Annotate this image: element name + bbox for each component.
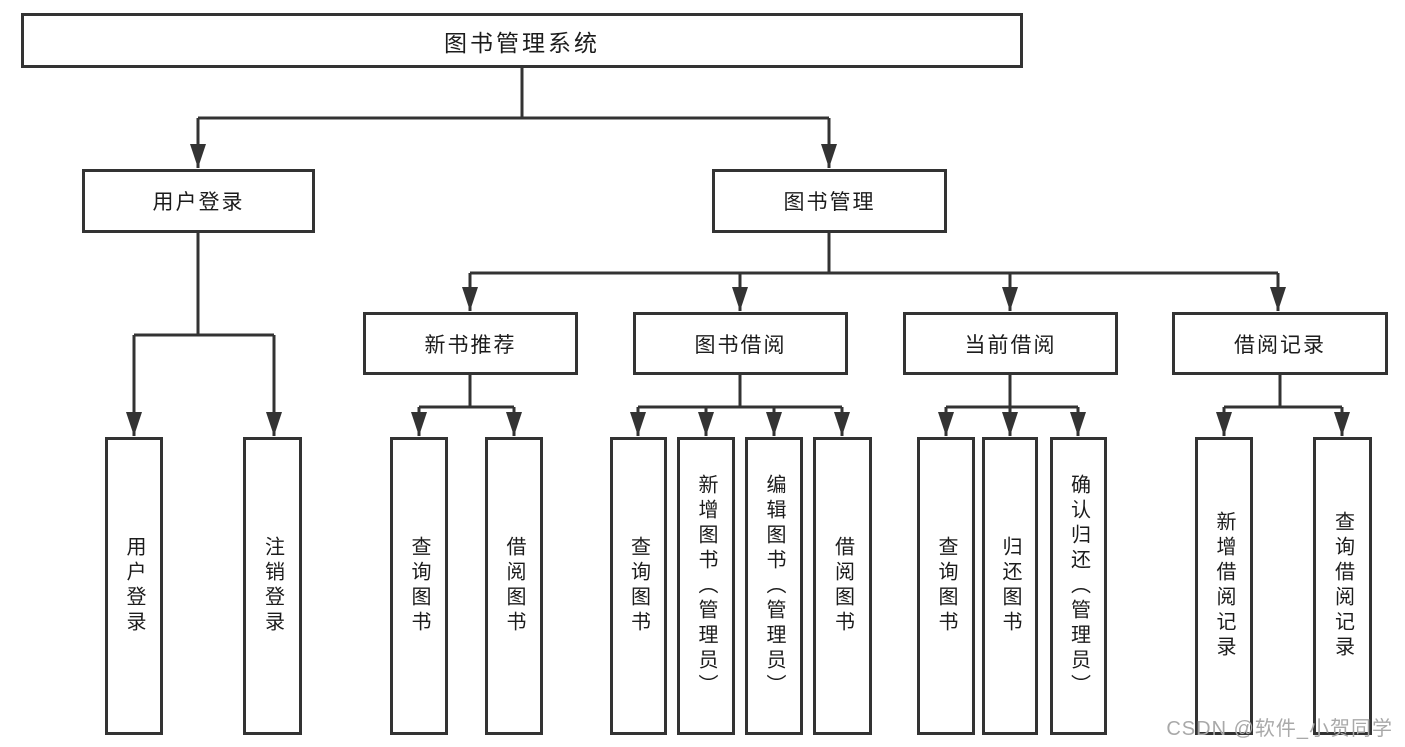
root-to-level2-connector xyxy=(190,68,837,168)
leaf-user-login: 用户登录 xyxy=(105,437,163,735)
borrow-record-fan-connector xyxy=(1216,375,1350,436)
leaf-return-books: 归还图书 xyxy=(982,437,1038,735)
leaf-label: 用户登录 xyxy=(123,536,145,636)
leaf-add-books-admin: 新增图书（管理员） xyxy=(677,437,735,735)
leaf-label: 新增借阅记录 xyxy=(1213,511,1235,661)
node-borrowing-records: 借阅记录 xyxy=(1172,312,1388,375)
node-current-borrowing: 当前借阅 xyxy=(903,312,1118,375)
user-login-fan-connector xyxy=(126,233,282,436)
node-label: 当前借阅 xyxy=(964,333,1057,357)
node-label: 用户登录 xyxy=(152,191,245,214)
leaf-borrow-books-1: 借阅图书 xyxy=(485,437,543,735)
node-library-management-system: 图书管理系统 xyxy=(21,13,1023,68)
book-management-fan-connector xyxy=(462,233,1286,311)
leaf-query-books-3: 查询图书 xyxy=(917,437,975,735)
current-borrow-fan-connector xyxy=(938,375,1086,436)
leaf-edit-books-admin: 编辑图书（管理员） xyxy=(745,437,803,735)
leaf-logout: 注销登录 xyxy=(243,437,302,735)
leaf-query-books-1: 查询图书 xyxy=(390,437,448,735)
book-borrow-fan-connector xyxy=(630,375,850,436)
leaf-borrow-books-2: 借阅图书 xyxy=(813,437,872,735)
node-book-borrowing: 图书借阅 xyxy=(633,312,848,375)
leaf-label: 注销登录 xyxy=(261,536,284,636)
leaf-confirm-return-admin: 确认归还（管理员） xyxy=(1050,437,1107,735)
leaf-query-books-2: 查询图书 xyxy=(610,437,667,735)
node-label: 新书推荐 xyxy=(424,333,517,357)
leaf-label: 新增图书（管理员） xyxy=(695,473,717,699)
leaf-label: 查询图书 xyxy=(408,536,430,636)
leaf-label: 归还图书 xyxy=(999,536,1021,636)
node-user-login: 用户登录 xyxy=(82,169,315,233)
node-label: 借阅记录 xyxy=(1234,333,1326,357)
leaf-label: 借阅图书 xyxy=(503,536,525,636)
leaf-label: 编辑图书（管理员） xyxy=(763,473,785,699)
leaf-query-borrow-record: 查询借阅记录 xyxy=(1313,437,1372,735)
node-new-book-recommend: 新书推荐 xyxy=(363,312,578,375)
node-label: 图书管理系统 xyxy=(444,29,600,56)
node-book-management: 图书管理 xyxy=(712,169,947,233)
leaf-add-borrow-record: 新增借阅记录 xyxy=(1195,437,1253,735)
leaf-label: 确认归还（管理员） xyxy=(1067,473,1090,699)
new-book-rec-fan-connector xyxy=(411,375,522,436)
leaf-label: 查询借阅记录 xyxy=(1331,511,1354,661)
leaf-label: 借阅图书 xyxy=(831,536,854,636)
node-label: 图书管理 xyxy=(783,191,876,214)
node-label: 图书借阅 xyxy=(694,333,787,357)
leaf-label: 查询图书 xyxy=(627,536,650,636)
leaf-label: 查询图书 xyxy=(935,536,957,636)
